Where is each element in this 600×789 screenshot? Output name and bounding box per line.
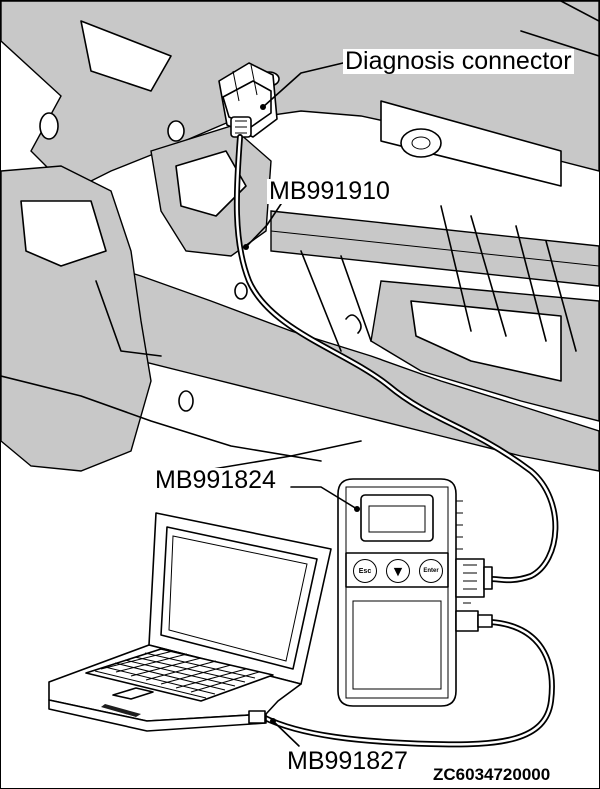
label-diagnosis-connector: Diagnosis connector <box>343 49 574 74</box>
vci-buttons: Esc ▼ Enter <box>353 558 443 584</box>
vci-esc-button: Esc <box>353 559 377 583</box>
vci-enter-button: Enter <box>419 559 443 583</box>
vci-down-button: ▼ <box>386 559 410 583</box>
vci-usb-port <box>456 611 478 631</box>
label-mb991824: MB991824 <box>153 468 278 493</box>
vci-device <box>338 479 492 706</box>
body-hole <box>401 129 441 157</box>
label-mb991910: MB991910 <box>267 179 392 204</box>
laptop <box>49 513 331 731</box>
laptop-usb-port <box>249 711 265 723</box>
vci-screen <box>361 495 433 541</box>
label-mb991827: MB991827 <box>285 749 410 774</box>
figure-code: ZC6034720000 <box>433 765 550 785</box>
